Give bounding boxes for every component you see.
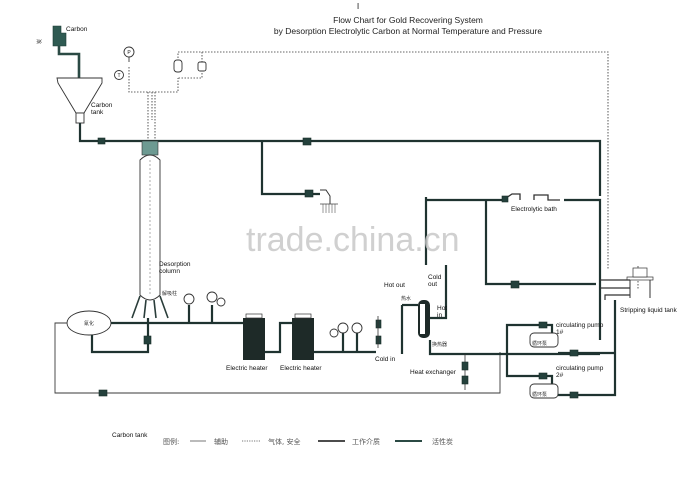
valve-icon xyxy=(97,137,106,145)
bottom-carbon-tank-label: Carbon tank xyxy=(112,432,148,439)
separator-bypass xyxy=(90,318,150,354)
circulating-pump-2: 循环泵 circulating pump 2# xyxy=(529,300,617,399)
carbon-hopper: Carbon 炭 xyxy=(36,25,88,47)
legend-title: 图例: xyxy=(163,437,179,446)
outlet-manifold xyxy=(320,189,338,213)
pressure-gauge xyxy=(183,291,226,323)
svg-text:out: out xyxy=(428,281,437,288)
circulating-pump-1: 循环泵 circulating pump 1# xyxy=(529,321,615,357)
pressure-gauge-top: P xyxy=(123,46,135,62)
svg-text:Desorption: Desorption xyxy=(159,261,191,268)
return-line-bottom xyxy=(54,322,501,394)
top-main-pipe xyxy=(78,123,602,196)
svg-text:Heat exchanger: Heat exchanger xyxy=(410,369,457,376)
temperature-gauge-top: T xyxy=(114,70,124,80)
svg-text:热水: 热水 xyxy=(401,295,411,302)
electric-heater-2: Electric heater xyxy=(280,313,322,372)
svg-text:解吸柱: 解吸柱 xyxy=(162,290,177,297)
svg-text:tank: tank xyxy=(91,109,104,116)
electric-heater-1: Electric heater xyxy=(226,313,268,372)
svg-text:Cold in: Cold in xyxy=(375,356,396,363)
svg-text:Carbon: Carbon xyxy=(91,102,113,109)
legend-label-auxiliary: 辅助 xyxy=(214,437,228,446)
svg-text:P: P xyxy=(127,50,131,56)
legend-label-carbon: 活性炭 xyxy=(432,437,453,446)
svg-text:Cold: Cold xyxy=(428,274,442,281)
carbon-feed-line xyxy=(57,46,81,78)
safety-valve-icon xyxy=(173,59,207,73)
check-valves: Cold in xyxy=(375,316,396,363)
valve-icon xyxy=(143,335,152,345)
branch-pipe-1 xyxy=(260,141,320,196)
svg-text:circulating pump: circulating pump xyxy=(556,322,604,329)
gauge-cluster xyxy=(329,322,363,352)
title-mark: I xyxy=(357,1,359,11)
pump2-suction xyxy=(505,354,554,385)
pipe-return-to-tank xyxy=(484,200,596,286)
heat-exchanger: Hot out Cold out Hot in 热水 换热器 Heat exch… xyxy=(384,265,600,376)
svg-text:循环泵: 循环泵 xyxy=(532,391,547,398)
legend: 图例: 辅助 气体, 安全 工作介质 活性炭 xyxy=(163,437,453,446)
svg-text:Carbon: Carbon xyxy=(66,26,88,33)
valve-icon xyxy=(98,389,108,397)
valve-icon xyxy=(302,137,314,198)
valve-icon xyxy=(510,280,520,289)
svg-text:in: in xyxy=(437,312,442,319)
watermark: trade.china.cn xyxy=(246,221,460,259)
svg-text:2#: 2# xyxy=(556,372,564,379)
svg-text:Electric heater: Electric heater xyxy=(280,365,322,372)
desorption-column: Desorption column 解吸柱 xyxy=(131,140,191,319)
svg-text:炭: 炭 xyxy=(36,39,43,44)
title-line-2: by Desorption Electrolytic Carbon at Nor… xyxy=(274,26,542,36)
svg-text:Electrolytic bath: Electrolytic bath xyxy=(511,206,557,213)
svg-text:换热器: 换热器 xyxy=(432,341,447,348)
check-valves-2 xyxy=(461,354,469,390)
pipe-heater-link xyxy=(265,321,292,354)
svg-text:Electric heater: Electric heater xyxy=(226,365,268,372)
legend-label-working: 工作介质 xyxy=(352,437,380,446)
carbon-tank: Carbon tank xyxy=(56,77,113,124)
stripping-liquid-tank: Stripping liquid tank xyxy=(600,266,677,314)
legend-label-gas: 气体, 安全 xyxy=(268,437,300,446)
svg-text:circulating pump: circulating pump xyxy=(556,365,604,372)
svg-text:column: column xyxy=(159,268,180,275)
title-line-1: Flow Chart for Gold Recovering System xyxy=(333,15,483,25)
pipe-electrolytic xyxy=(426,198,602,340)
electrolytic-bath: Electrolytic bath xyxy=(501,193,560,213)
gas-safety-lines xyxy=(128,51,609,270)
cyanide-separator: 氰化 xyxy=(66,310,112,336)
svg-text:循环泵: 循环泵 xyxy=(532,340,547,347)
svg-text:氰化: 氰化 xyxy=(84,320,94,327)
svg-text:1#: 1# xyxy=(556,329,564,336)
pump1-suction xyxy=(505,323,554,354)
svg-text:Stripping liquid tank: Stripping liquid tank xyxy=(620,307,677,314)
svg-text:Hot: Hot xyxy=(437,305,447,312)
svg-text:Hot out: Hot out xyxy=(384,282,405,289)
svg-text:T: T xyxy=(117,73,120,79)
